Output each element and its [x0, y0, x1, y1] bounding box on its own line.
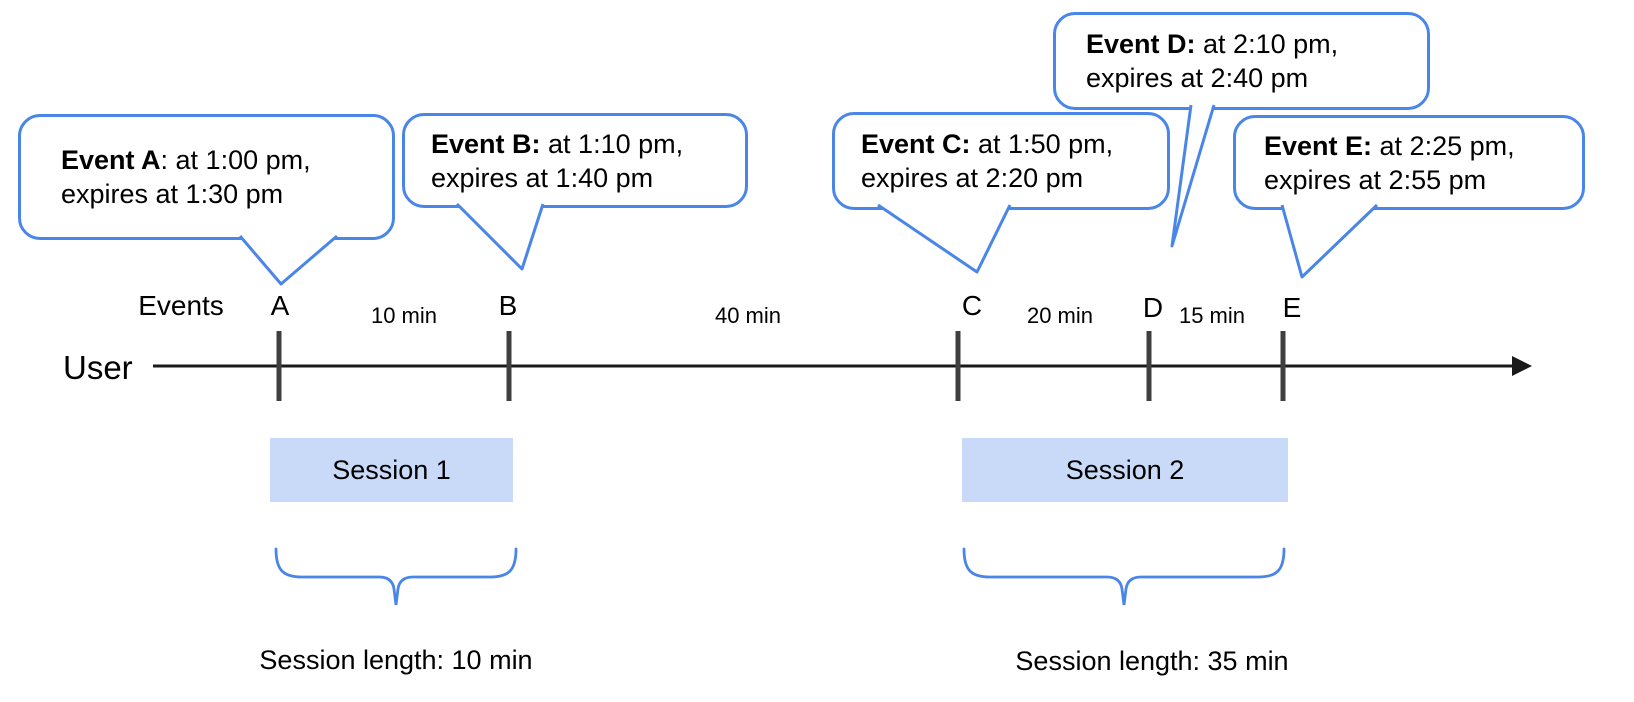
event-c-callout-line1: Event C: at 1:50 pm,: [861, 127, 1167, 161]
event-a-callout-time: : at 1:00 pm,: [160, 145, 311, 175]
session-2-brace: [962, 547, 1286, 606]
event-a-label: A: [270, 290, 290, 321]
session-1-label: Session 1: [332, 454, 451, 485]
event-c-callout-tail: [877, 203, 1012, 274]
event-d-label: D: [1142, 292, 1164, 323]
session-1-box: Session 1: [270, 438, 513, 502]
session-2-label: Session 2: [1065, 454, 1185, 485]
event-e-callout-line2: expires at 2:55 pm: [1264, 164, 1487, 195]
session-2-box: Session 2: [962, 438, 1288, 502]
event-e-callout-title: Event E:: [1264, 130, 1373, 161]
event-d-callout-line2: expires at 2:40 pm: [1086, 63, 1309, 93]
event-d-callout-tail: [1170, 104, 1216, 248]
timeline-arrowhead-icon: [1512, 356, 1532, 376]
event-c-callout: Event C: at 1:50 pm, expires at 2:20 pm: [832, 112, 1170, 210]
event-c-callout-line2: expires at 2:20 pm: [861, 163, 1084, 193]
interval-b-c-label: 40 min: [714, 303, 782, 328]
event-c-label: C: [961, 290, 983, 321]
event-d-callout-time: at 2:10 pm,: [1195, 29, 1339, 59]
interval-d-e-label: 15 min: [1178, 303, 1246, 328]
event-a-callout-title: Event A: [61, 145, 161, 175]
event-a-callout-tail: [238, 234, 338, 286]
event-a-callout-line1: Event A: at 1:00 pm,: [61, 143, 392, 177]
event-d-callout: Event D: at 2:10 pm, expires at 2:40 pm: [1053, 12, 1430, 110]
event-e-callout-line1: Event E: at 2:25 pm,: [1264, 129, 1582, 163]
event-e-callout-time: at 2:25 pm,: [1372, 130, 1515, 161]
event-b-callout-title: Event B:: [431, 128, 541, 159]
event-b-callout-time: at 1:10 pm,: [540, 128, 684, 159]
interval-c-d-label: 20 min: [1026, 303, 1094, 328]
events-axis-label: Events: [138, 290, 224, 321]
event-c-callout-title: Event C:: [861, 129, 971, 159]
event-b-callout-line2: expires at 1:40 pm: [431, 162, 654, 193]
event-d-callout-line1: Event D: at 2:10 pm,: [1086, 27, 1427, 61]
event-d-callout-title: Event D:: [1086, 29, 1196, 59]
event-e-label: E: [1282, 292, 1302, 323]
event-e-callout-tail: [1280, 203, 1379, 279]
event-c-callout-time: at 1:50 pm,: [970, 129, 1114, 159]
event-a-callout: Event A: at 1:00 pm, expires at 1:30 pm: [18, 114, 395, 240]
event-b-callout-tail: [455, 202, 545, 271]
event-a-callout-line2: expires at 1:30 pm: [61, 179, 284, 209]
event-b-callout: Event B: at 1:10 pm, expires at 1:40 pm: [402, 113, 748, 208]
session-1-brace: [274, 547, 518, 606]
event-b-callout-line1: Event B: at 1:10 pm,: [431, 127, 745, 161]
event-b-label: B: [498, 290, 518, 321]
event-e-callout: Event E: at 2:25 pm, expires at 2:55 pm: [1233, 115, 1585, 210]
session-2-length-label: Session length: 35 min: [1015, 646, 1289, 676]
user-lane-label: User: [63, 349, 133, 386]
interval-a-b-label: 10 min: [370, 303, 438, 328]
session-1-length-label: Session length: 10 min: [259, 645, 533, 675]
